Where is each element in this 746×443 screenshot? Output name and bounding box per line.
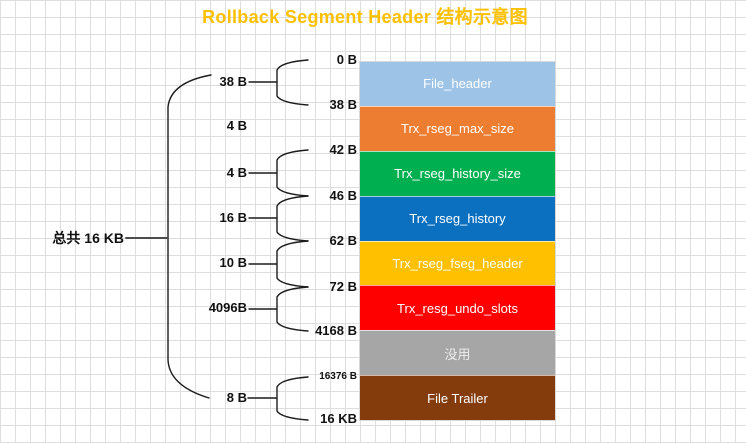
brace-16376-16kb <box>247 376 309 421</box>
page-title: Rollback Segment Header 结构示意图 <box>202 7 528 27</box>
block-file-header: File_header <box>360 62 555 106</box>
size-label-max-size: 4 B <box>226 118 247 133</box>
offset-label-72b: 72 B <box>329 279 357 294</box>
offset-label-16376b: 16376 B <box>319 371 357 382</box>
size-label-file-trailer: 8 B <box>226 390 247 405</box>
size-label-fseg-header: 10 B <box>219 255 247 270</box>
total-size-label: 总共 16 KB <box>52 230 124 246</box>
offset-label-0b: 0 B <box>336 52 357 67</box>
block-trx-rseg-max-size: Trx_rseg_max_size <box>360 105 555 151</box>
offset-label-4168b: 4168 B <box>315 323 357 338</box>
block-trx-rseg-history-size: Trx_rseg_history_size <box>360 150 555 196</box>
block-trx-resg-undo-slots: Trx_resg_undo_slots <box>360 285 555 331</box>
brace-46-62 <box>248 195 309 242</box>
block-trx-rseg-history: Trx_rseg_history <box>360 195 555 241</box>
offset-label-16kb: 16 KB <box>320 411 357 426</box>
size-label-file-header: 38 B <box>219 74 247 89</box>
big-brace <box>167 74 212 399</box>
offset-label-42b: 42 B <box>329 142 357 157</box>
size-label-history-size: 4 B <box>226 165 247 180</box>
offset-label-38b: 38 B <box>329 97 357 112</box>
segment-blocks: File_header Trx_rseg_max_size Trx_rseg_h… <box>360 62 555 420</box>
block-trx-rseg-fseg-header: Trx_rseg_fseg_header <box>360 240 555 286</box>
brace-62-72 <box>248 240 309 288</box>
size-label-undo-slots: 4096B <box>208 300 247 315</box>
brace-42-46 <box>248 149 309 197</box>
brace-72-4168 <box>248 286 309 332</box>
brace-0-38 <box>248 59 309 106</box>
size-label-history: 16 B <box>219 210 247 225</box>
block-unused: 没用 <box>360 330 555 376</box>
offset-label-62b: 62 B <box>329 233 357 248</box>
block-file-trailer: File Trailer <box>360 375 555 420</box>
offset-label-46b: 46 B <box>329 188 357 203</box>
